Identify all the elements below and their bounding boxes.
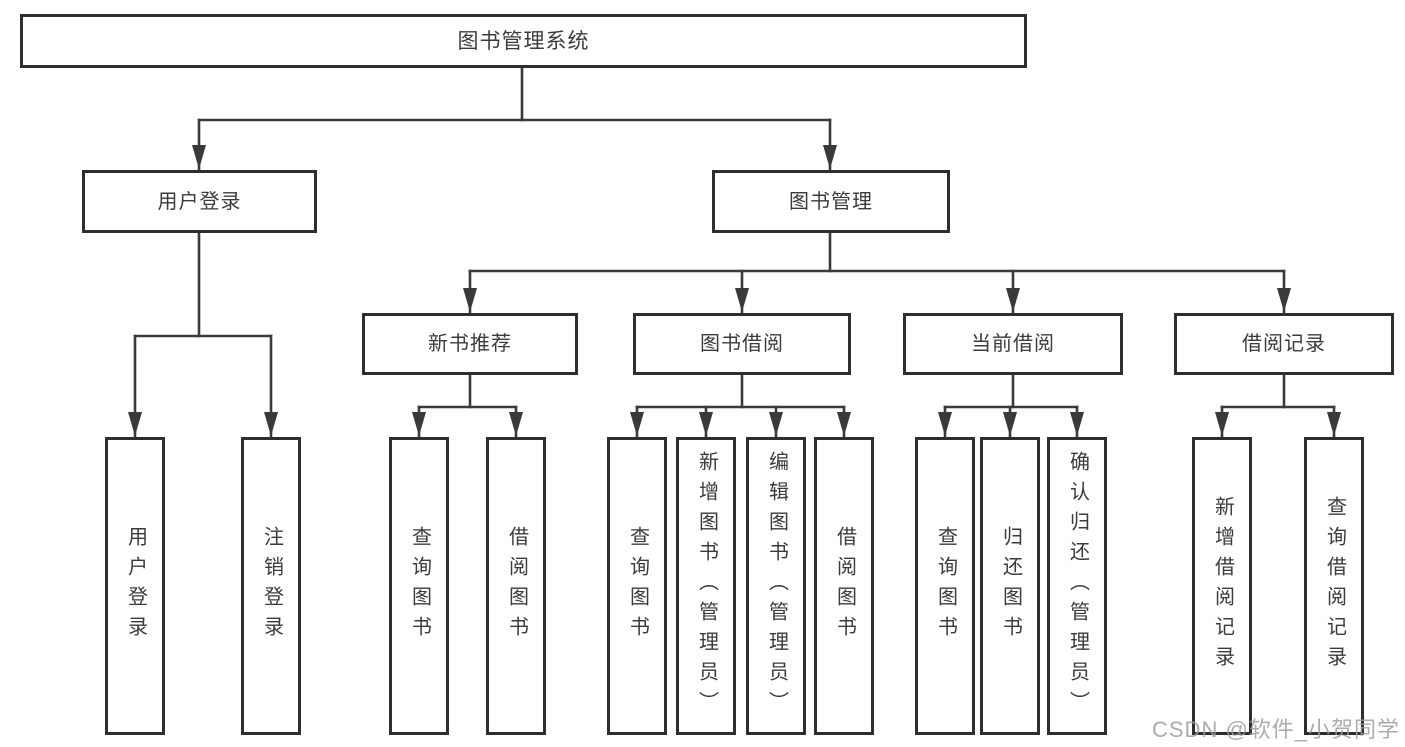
leaf-user-login: 用户登录 [105, 437, 165, 735]
node-book-borrowing-label: 图书借阅 [700, 333, 784, 355]
leaf-query-books-2: 查询图书 [607, 437, 667, 735]
node-library-management-system-label: 图书管理系统 [457, 29, 590, 53]
leaf-query-borrow-record: 查询借阅记录 [1304, 437, 1364, 735]
leaf-borrow-books-2: 借阅图书 [814, 437, 874, 735]
leaf-query-books-3-label: 查询图书 [934, 526, 957, 646]
node-borrow-records-label: 借阅记录 [1242, 333, 1326, 355]
node-library-management-system: 图书管理系统 [20, 14, 1027, 68]
leaf-logout: 注销登录 [241, 437, 301, 735]
leaf-query-books-2-label: 查询图书 [626, 526, 649, 646]
leaf-query-borrow-record-label: 查询借阅记录 [1323, 496, 1346, 676]
leaf-add-borrow-record: 新增借阅记录 [1192, 437, 1252, 735]
node-borrow-records: 借阅记录 [1174, 313, 1394, 375]
leaf-edit-book-admin: 编辑图书（管理员） [746, 437, 806, 735]
leaf-query-books-3: 查询图书 [915, 437, 975, 735]
node-new-book-recommend: 新书推荐 [362, 313, 578, 375]
leaf-confirm-return-admin: 确认归还（管理员） [1047, 437, 1107, 735]
leaf-user-login-label: 用户登录 [124, 526, 147, 646]
leaf-query-books-1: 查询图书 [389, 437, 449, 735]
node-new-book-recommend-label: 新书推荐 [428, 333, 512, 355]
csdn-watermark: CSDN @软件_小贺同学 [1152, 717, 1401, 742]
leaf-return-books-label: 归还图书 [999, 526, 1022, 646]
leaf-return-books: 归还图书 [980, 437, 1040, 735]
leaf-borrow-books-1: 借阅图书 [486, 437, 546, 735]
node-user-login-label: 用户登录 [157, 190, 242, 213]
node-book-management: 图书管理 [712, 170, 950, 233]
leaf-query-books-1-label: 查询图书 [408, 526, 431, 646]
node-book-management-label: 图书管理 [789, 190, 873, 213]
leaf-edit-book-admin-label: 编辑图书（管理员） [765, 451, 788, 721]
node-user-login: 用户登录 [82, 170, 317, 233]
leaf-borrow-books-2-label: 借阅图书 [833, 526, 856, 646]
node-current-borrowing-label: 当前借阅 [971, 333, 1055, 355]
leaf-add-book-admin: 新增图书（管理员） [676, 437, 736, 735]
leaf-add-book-admin-label: 新增图书（管理员） [695, 451, 718, 721]
leaf-borrow-books-1-label: 借阅图书 [505, 526, 528, 646]
node-current-borrowing: 当前借阅 [903, 313, 1123, 375]
leaf-confirm-return-admin-label: 确认归还（管理员） [1066, 451, 1089, 721]
leaf-logout-label: 注销登录 [260, 526, 283, 646]
leaf-add-borrow-record-label: 新增借阅记录 [1211, 496, 1234, 676]
node-book-borrowing: 图书借阅 [633, 313, 851, 375]
